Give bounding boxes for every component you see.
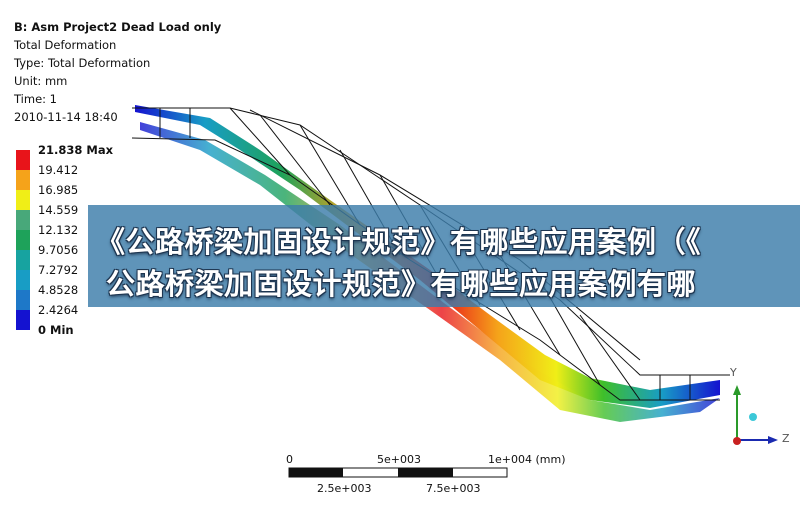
result-date: 2010-11-14 18:40 (14, 110, 118, 124)
result-time: Time: 1 (14, 92, 57, 106)
legend-label: 9.7056 (38, 243, 79, 257)
banner-line-2: 公路桥梁加固设计规范》有哪些应用案例有哪 (106, 267, 697, 301)
scale-label: 2.5e+003 (317, 482, 372, 495)
scale-bar (288, 467, 508, 478)
analysis-title: B: Asm Project2 Dead Load only (14, 20, 222, 34)
legend-color-band (16, 310, 30, 330)
axis-z-label: Z (782, 432, 790, 445)
result-info: B: Asm Project2 Dead Load only Total Def… (14, 18, 221, 126)
legend-label: 14.559 (38, 203, 79, 217)
result-unit: Unit: mm (14, 74, 68, 88)
legend-color-band (16, 270, 30, 290)
legend-label: 19.412 (38, 163, 79, 177)
result-name: Total Deformation (14, 38, 117, 52)
legend-color-band (16, 150, 30, 170)
banner-line-1: 《公路桥梁加固设计规范》有哪些应用案例（《 (96, 225, 702, 259)
truss-underside (140, 122, 720, 422)
legend-label: 16.985 (38, 183, 79, 197)
legend-color-band (16, 190, 30, 210)
scale-label: 7.5e+003 (426, 482, 481, 495)
legend-color-band (16, 170, 30, 190)
legend-label: 4.8528 (38, 283, 79, 297)
legend-color-band (16, 290, 30, 310)
legend-label: 2.4264 (38, 303, 79, 317)
title-banner: 《公路桥梁加固设计规范》有哪些应用案例（《 公路桥梁加固设计规范》有哪些应用案例… (88, 205, 800, 307)
scale-label: 1e+004 (mm) (488, 453, 566, 466)
legend-label: 21.838 Max (38, 143, 114, 157)
legend-label: 12.132 (38, 223, 79, 237)
axis-y-label: Y (730, 366, 737, 379)
scale-label: 5e+003 (377, 453, 421, 466)
legend-color-band (16, 250, 30, 270)
legend-color-band (16, 210, 30, 230)
legend-color-band (16, 230, 30, 250)
axis-triad-icon (733, 385, 778, 445)
scale-label: 0 (286, 453, 293, 466)
result-type: Type: Total Deformation (14, 56, 151, 70)
legend-label: 7.2792 (38, 263, 79, 277)
legend-label: 0 Min (38, 323, 74, 337)
